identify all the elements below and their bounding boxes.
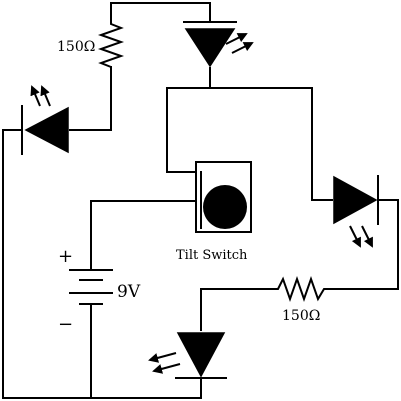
resistor-top: 150Ω [57,18,125,68]
wire-left-side [2,129,91,399]
battery-voltage-label: 9V [117,282,141,302]
wire-resistor-to-left-led [69,66,112,131]
wire-bottom [89,377,202,399]
led-bottom [148,332,227,379]
battery-minus-label: − [58,314,73,335]
led-left [21,85,69,155]
wire-to-right-led [209,87,333,201]
resistor-right-label: 150Ω [282,308,320,324]
led-top [183,21,254,68]
resistor-top-label: 150Ω [57,39,95,55]
wire-right-side [345,199,399,290]
wire-top [110,2,211,21]
battery: + − 9V [58,246,141,335]
wire-top-led-to-switch [166,67,211,173]
tilt-switch: Tilt Switch [176,161,252,263]
battery-plus-label: + [58,246,73,267]
tilt-switch-label: Tilt Switch [176,248,248,263]
tilt-switch-ball [203,185,247,229]
led-right [333,175,379,248]
resistor-right: 150Ω [262,275,346,324]
wire-battery-to-switch [90,200,197,269]
wire-right-resistor-to-bottom-led [200,288,263,331]
